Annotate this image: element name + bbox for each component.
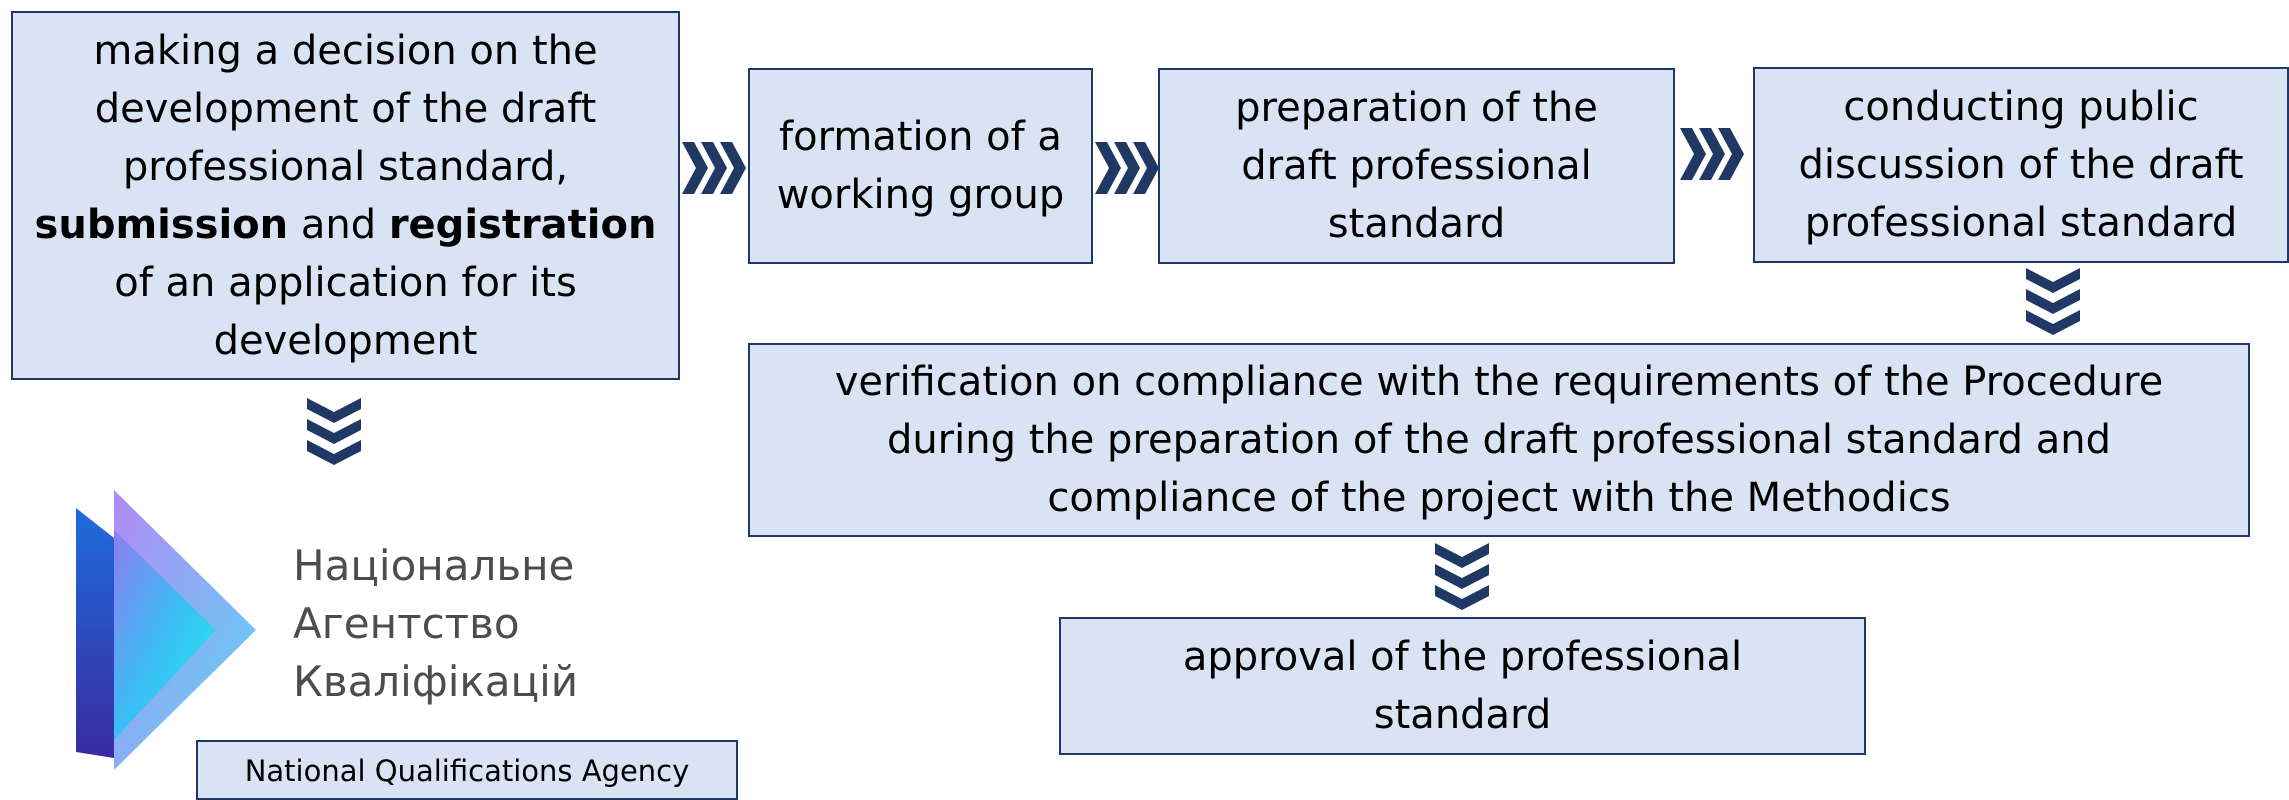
step-decision-text-registration: registration [388, 201, 657, 248]
step-decision-text-post: of an application for its development [114, 259, 577, 364]
chevron-right-icon [1680, 128, 1744, 180]
chevron-down-icon [2026, 268, 2080, 335]
step-approval-text: approval of the professional standard [1182, 634, 1743, 738]
chevron-right-icon [1095, 142, 1159, 194]
logo-caption: National Qualifications Agency [196, 740, 738, 800]
step-preparation-text: preparation of the draft professional st… [1235, 85, 1598, 247]
step-public-discussion-box: conducting public discussion of the draf… [1753, 67, 2289, 263]
step-decision-box: making a decision on the development of … [11, 11, 680, 380]
step-verification-box: verification on compliance with the requ… [748, 343, 2250, 537]
step-public-discussion-text: conducting public discussion of the draf… [1798, 84, 2244, 246]
nqa-logo-icon [76, 490, 256, 770]
chevron-down-icon [307, 398, 361, 465]
logo-line-3: Кваліфікацій [293, 657, 579, 706]
step-verification-text: verification on compliance with the requ… [834, 359, 2164, 521]
logo-line-2: Агентство [293, 599, 520, 648]
step-decision-text-submission: submission [34, 201, 289, 248]
step-decision-text-and: and [300, 201, 377, 248]
step-working-group-text: formation of a working group [776, 114, 1065, 218]
step-working-group-box: formation of a working group [748, 68, 1093, 264]
step-preparation-box: preparation of the draft professional st… [1158, 68, 1675, 264]
chevron-right-icon [682, 142, 746, 194]
chevron-down-icon [1435, 543, 1489, 610]
step-decision-text-pre: making a decision on the development of … [93, 27, 598, 190]
logo-wordmark: Національне Агентство Кваліфікацій [293, 537, 578, 711]
step-approval-box: approval of the professional standard [1059, 617, 1866, 755]
logo-line-1: Національне [293, 541, 575, 590]
